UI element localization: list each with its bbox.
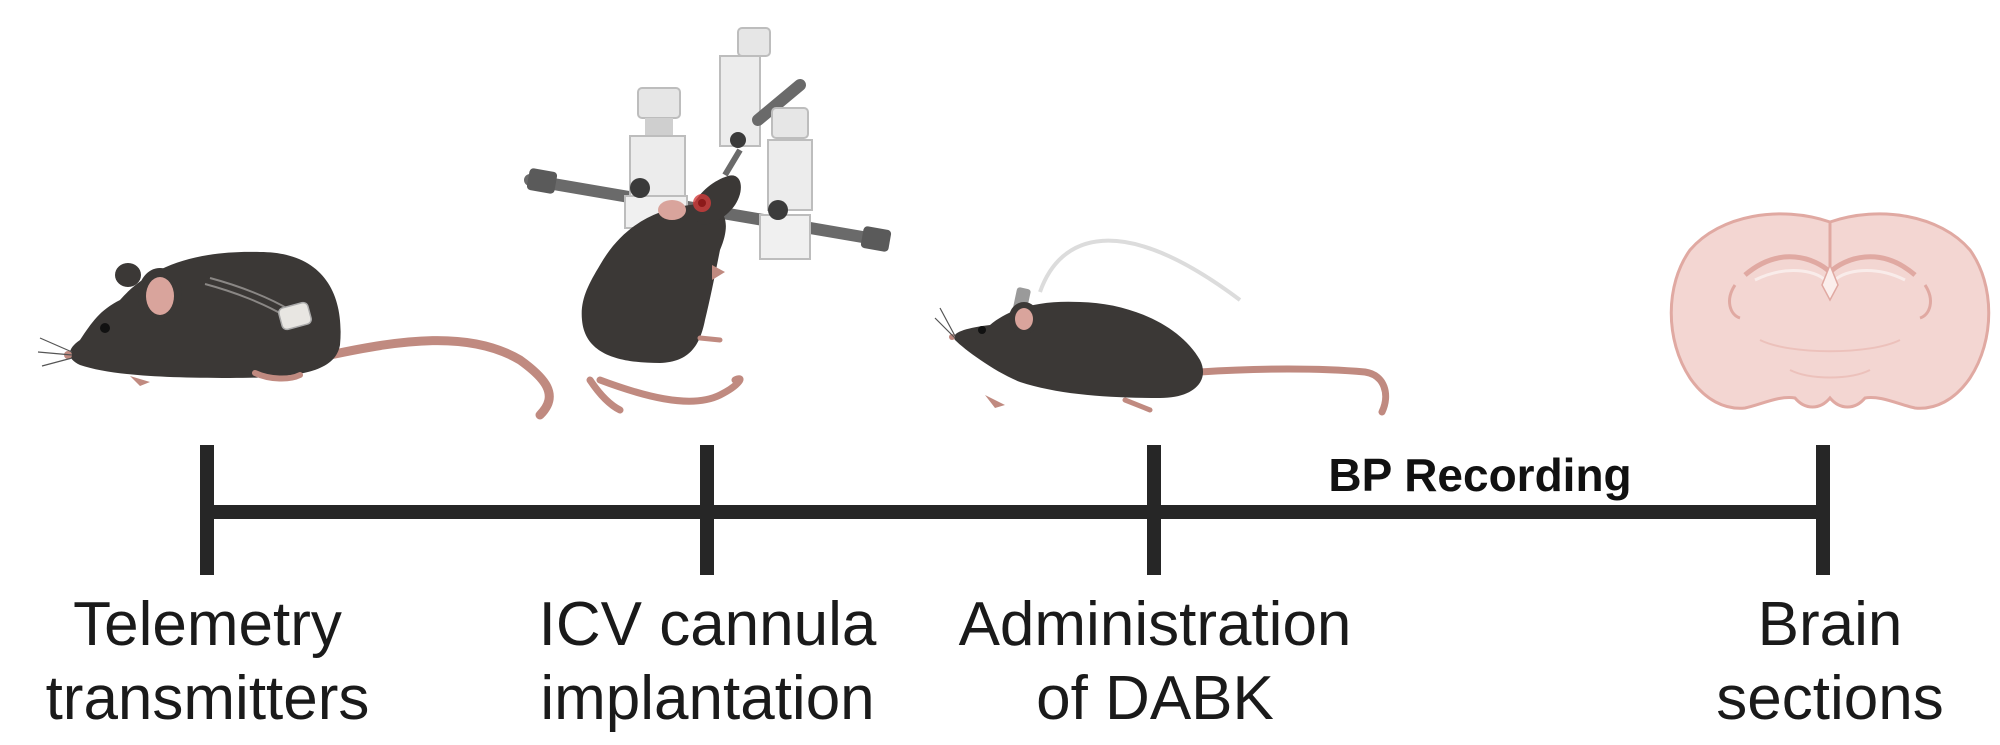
mouse-with-icv-cannula-icon (934, 238, 1390, 416)
step-label-line: Brain (1757, 590, 1903, 659)
timeline-tick-4 (1816, 445, 1830, 575)
step-label-line: ICV cannula (538, 590, 877, 659)
step-label-administration: Administration of DABK (935, 588, 1375, 736)
step-label-line: transmitters (45, 664, 370, 733)
step-label-line: implantation (540, 664, 875, 733)
step-label-icv-cannula: ICV cannula implantation (510, 588, 905, 736)
step-label-line: Administration (958, 590, 1352, 659)
step-label-line: sections (1716, 664, 1944, 733)
step-label-line: Telemetry (73, 590, 342, 659)
step-label-brain-sections: Brain sections (1680, 588, 1980, 736)
timeline-axis (200, 445, 1830, 575)
timeline-line (200, 505, 1830, 519)
timeline-tick-2 (700, 445, 714, 575)
timeline-tick-1 (200, 445, 214, 575)
coronal-brain-section-icon (1669, 212, 1991, 410)
bp-recording-label: BP Recording (1328, 449, 1632, 501)
mouse-in-stereotaxic-frame-icon (524, 27, 892, 414)
step-label-telemetry: Telemetry transmitters (20, 588, 395, 736)
mouse-with-telemetry-transmitter-icon (37, 251, 554, 420)
timeline-tick-3 (1147, 445, 1161, 575)
step-label-line: of DABK (1036, 664, 1274, 733)
